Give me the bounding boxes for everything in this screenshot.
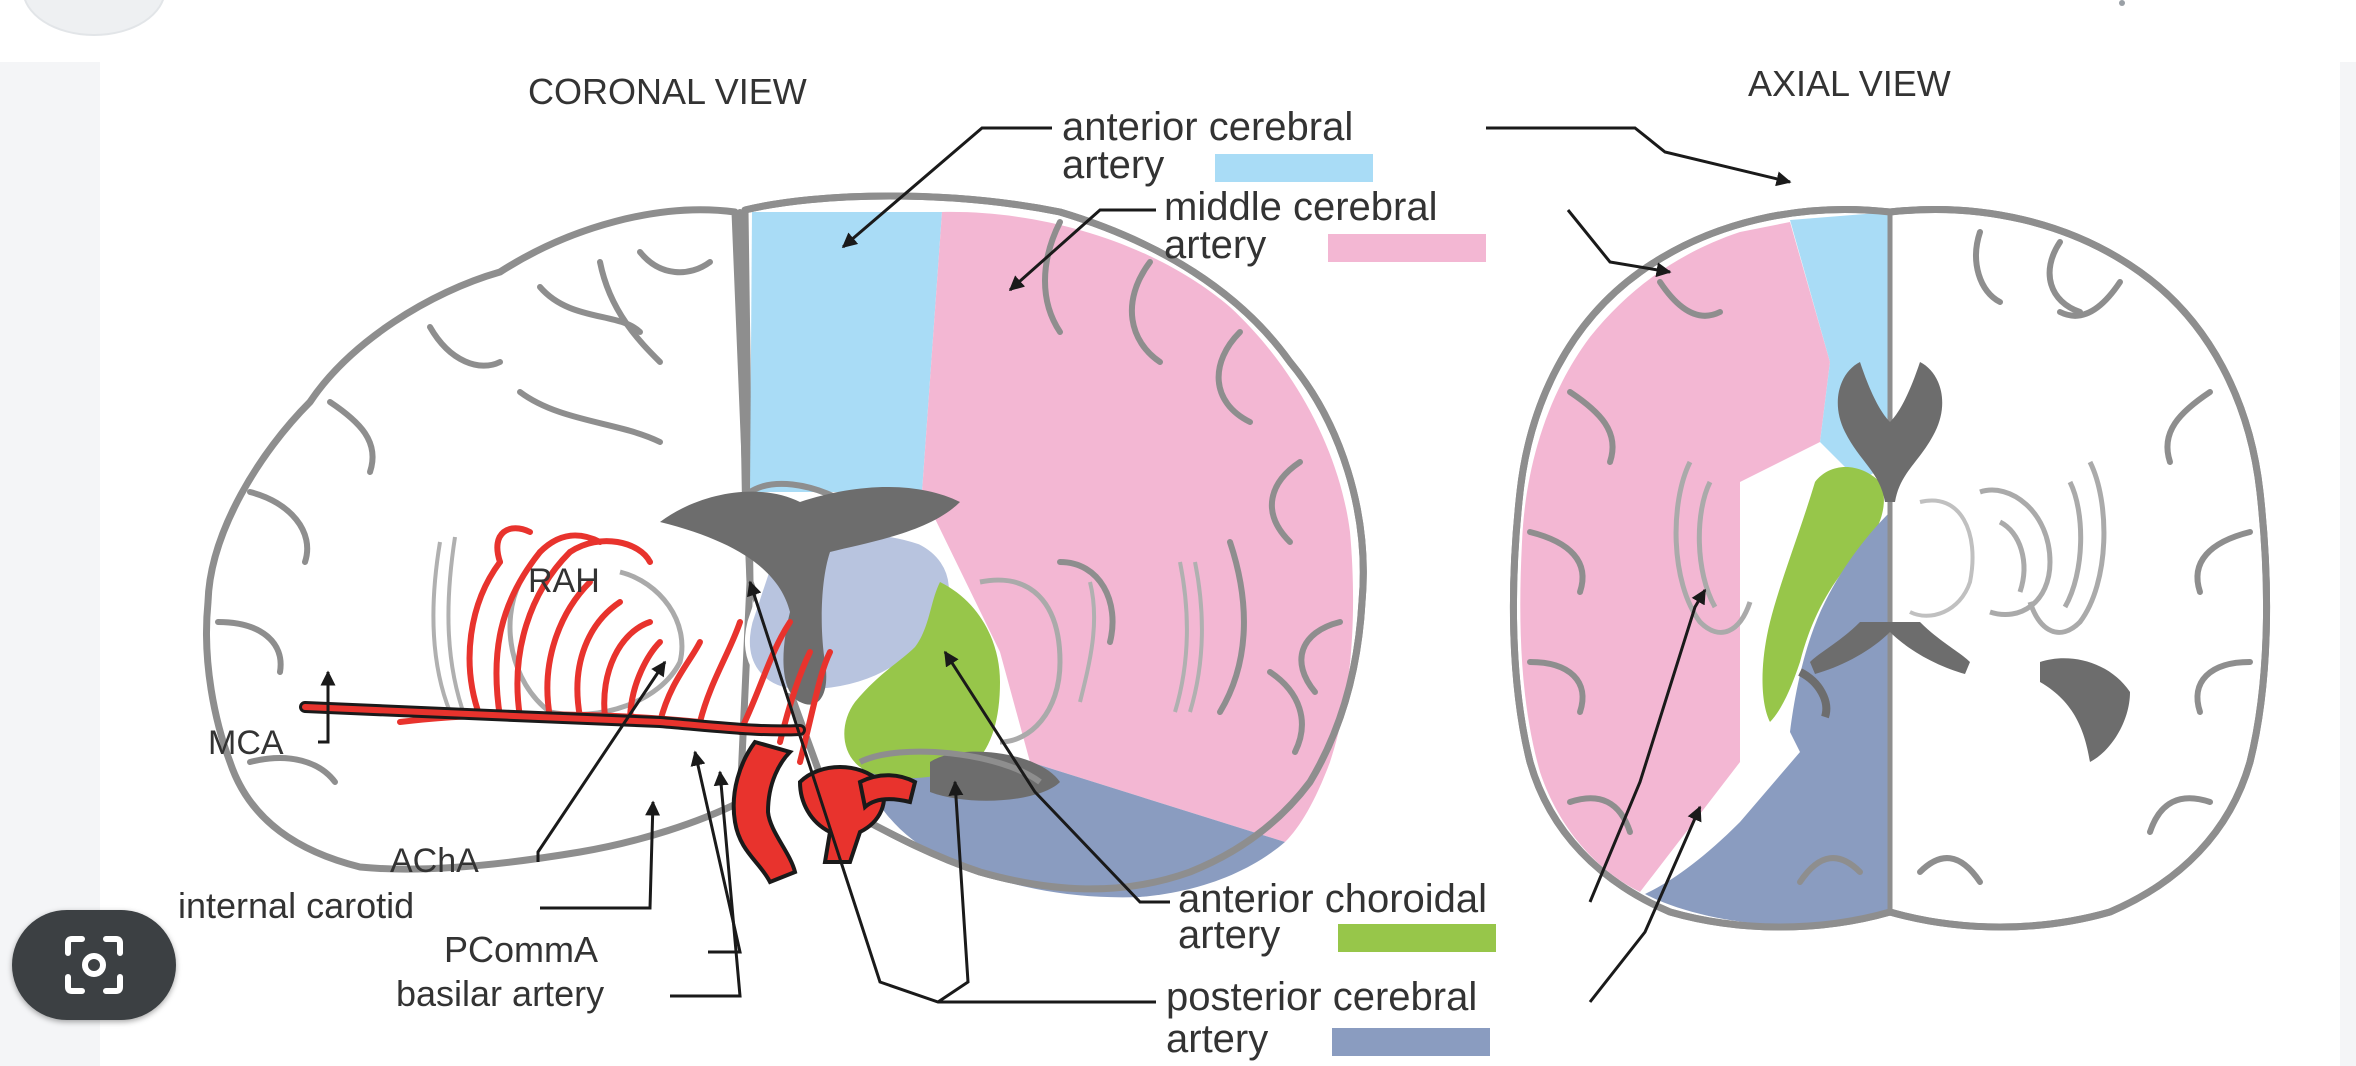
coronal-left-hemisphere — [207, 210, 750, 869]
legend-acha-swatch — [1338, 924, 1496, 952]
legend-aca-swatch — [1215, 154, 1373, 182]
legend-pca: posterior cerebral artery — [1166, 975, 1490, 1061]
legend-pca-line1: posterior cerebral — [1166, 975, 1477, 1019]
acha-label: AChA — [390, 842, 479, 880]
rah-label: RAH — [528, 562, 600, 600]
legend-mca-swatch — [1328, 234, 1486, 262]
internal-carotid-label: internal carotid — [178, 885, 414, 926]
avatar[interactable] — [22, 0, 166, 36]
legend-mca: middle cerebral artery — [1164, 185, 1486, 267]
legend-pca-line2: artery — [1166, 1017, 1268, 1061]
legend-acha: anterior choroidal artery — [1178, 877, 1496, 957]
axial-view-title: AXIAL VIEW — [1748, 63, 1951, 104]
internal-carotid-vessel — [734, 742, 795, 882]
legend-mca-line2: artery — [1164, 223, 1266, 267]
axial-brain — [1513, 210, 2266, 928]
pcomma-label: PCommA — [444, 929, 598, 970]
legend-aca-line2: artery — [1062, 143, 1164, 187]
coronal-aca-territory — [750, 212, 942, 492]
brain-arterial-territories-diagram: CORONAL VIEW AXIAL VIEW anterior cerebra… — [100, 62, 2340, 1066]
top-bar — [0, 0, 2356, 62]
basilar-artery-label: basilar artery — [396, 973, 604, 1014]
mca-label: MCA — [208, 724, 284, 762]
google-lens-button[interactable] — [12, 910, 176, 1020]
more-dot-icon — [2119, 0, 2125, 6]
google-lens-icon — [54, 925, 134, 1005]
legend-pca-swatch — [1332, 1028, 1490, 1056]
right-margin — [2340, 62, 2356, 1066]
coronal-view-title: CORONAL VIEW — [528, 71, 807, 112]
coronal-brain — [207, 196, 1364, 897]
legend-aca: anterior cerebral artery — [1062, 105, 1373, 187]
legend-acha-line2: artery — [1178, 913, 1280, 957]
